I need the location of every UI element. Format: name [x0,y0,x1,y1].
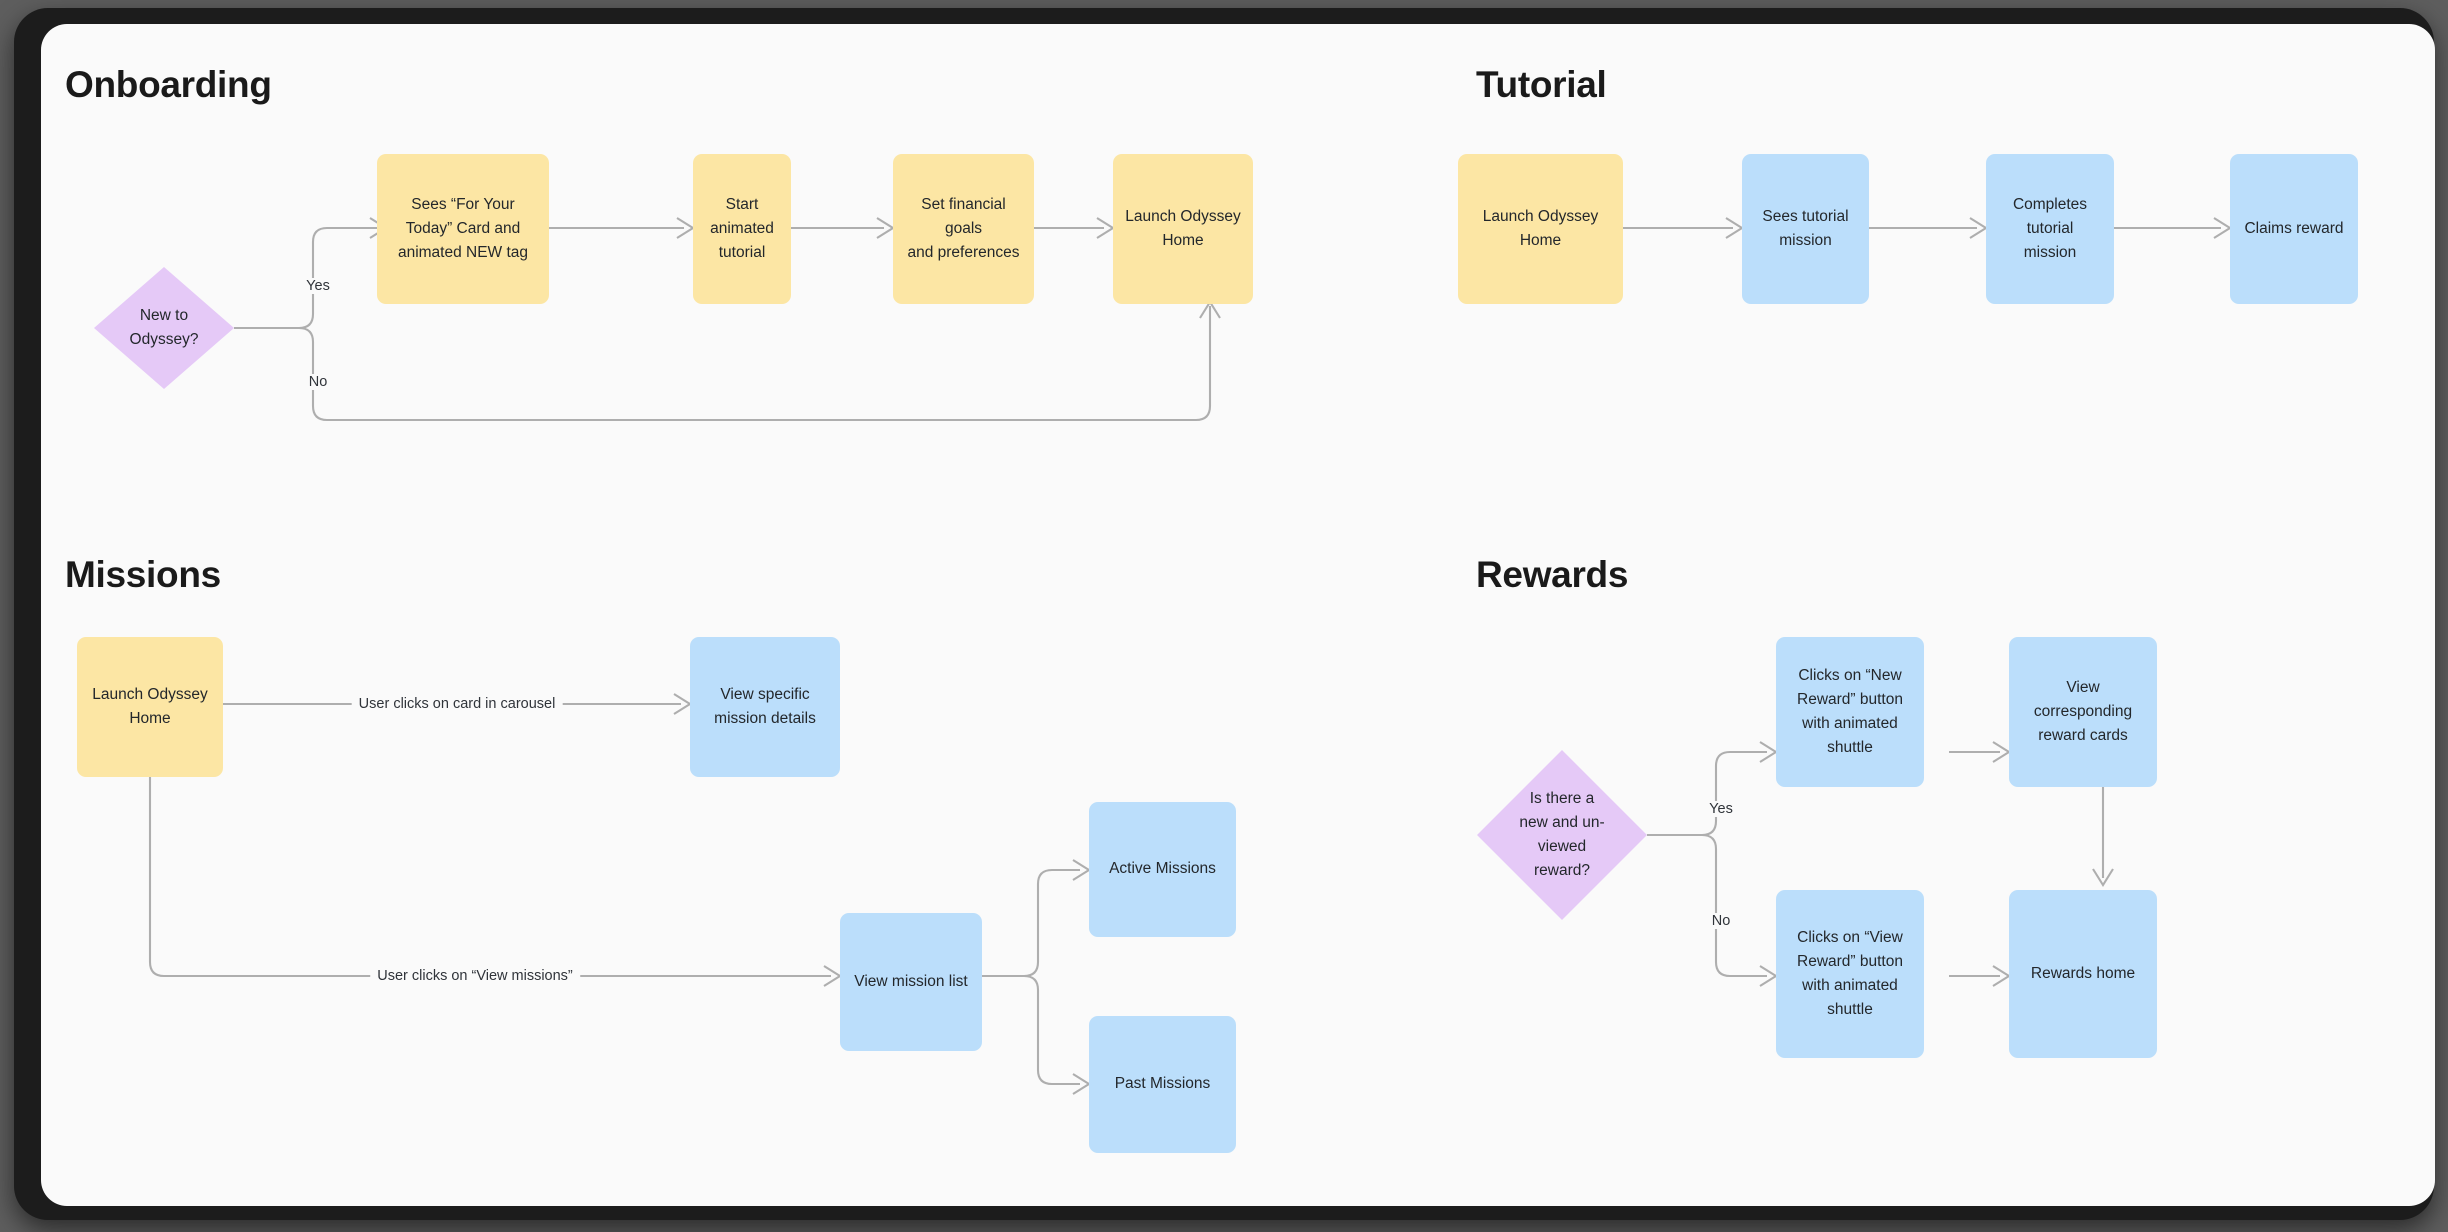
node-active-missions[interactable]: Active Missions [1089,802,1236,937]
edge-label-onboarding-yes: Yes [299,278,337,294]
section-title-missions: Missions [65,554,221,595]
arrowhead-ob-card-to-tutorial [676,217,695,239]
wire-rw-no [1701,833,1767,978]
node-view-mission-list[interactable]: View mission list [840,913,982,1051]
edge-label-rewards-no: No [1704,913,1738,929]
arrowhead-rw-cards [1992,741,2011,763]
edge-label-user-clicks-card-carousel: User clicks on card in carousel [351,696,563,712]
wire-rw-yes [1701,750,1767,837]
section-title-tutorial: Tutorial [1476,64,1607,105]
node-new-to-odyssey[interactable]: New to Odyssey? [94,267,234,389]
wire-ob-no-up [1195,306,1212,422]
node-set-financial-goals[interactable]: Set financial goals and preferences [893,154,1034,304]
device-bezel: Onboarding New to Odyssey? Sees “For You… [14,8,2435,1220]
wire-ob-no [298,326,1196,422]
arrowhead-rw-home [1992,965,2011,987]
arrowhead-ob-tutorial-to-goals [876,217,895,239]
node-claims-reward[interactable]: Claims reward [2230,154,2358,304]
edge-label-user-clicks-view-missions: User clicks on “View missions” [370,968,580,984]
diagram-canvas: Onboarding New to Odyssey? Sees “For You… [41,24,2435,1206]
arrowhead-rw-down [2092,868,2114,887]
edge-label-rewards-yes: Yes [1702,801,1740,817]
node-rewards-home[interactable]: Rewards home [2009,890,2157,1058]
node-sees-for-your-today-card[interactable]: Sees “For Your Today” Card and animated … [377,154,549,304]
arrowhead-rw-no [1759,965,1778,987]
node-onboarding-launch-odyssey-home[interactable]: Launch Odyssey Home [1113,154,1253,304]
flowchart-sheet: Onboarding New to Odyssey? Sees “For You… [41,24,2435,1206]
node-sees-tutorial-mission[interactable]: Sees tutorial mission [1742,154,1869,304]
wire-mi-active [1023,868,1080,978]
arrowhead-tu-1 [1725,217,1744,239]
node-view-corresponding-reward-cards[interactable]: View corresponding reward cards [2009,637,2157,787]
edge-label-onboarding-no: No [301,374,335,390]
wire-mi-past [1023,974,1080,1086]
arrowhead-mi-active [1072,859,1091,881]
node-start-animated-tutorial[interactable]: Start animated tutorial [693,154,791,304]
node-past-missions[interactable]: Past Missions [1089,1016,1236,1153]
node-completes-tutorial-mission[interactable]: Completes tutorial mission [1986,154,2114,304]
arrowhead-tu-2 [1969,217,1988,239]
arrowhead-mi-past [1072,1073,1091,1095]
section-title-rewards: Rewards [1476,554,1629,595]
node-clicks-view-reward-button[interactable]: Clicks on “View Reward” button with anim… [1776,890,1924,1058]
arrowhead-ob-no [1199,300,1221,319]
node-tutorial-launch-odyssey-home[interactable]: Launch Odyssey Home [1458,154,1623,304]
wire-mi-viewlist [148,777,831,978]
arrowhead-ob-goals-to-home [1096,217,1115,239]
node-missions-launch-odyssey-home[interactable]: Launch Odyssey Home [77,637,223,777]
node-is-there-new-unviewed-reward[interactable]: Is there a new and un- viewed reward? [1477,750,1647,920]
arrowhead-mi-card [673,693,692,715]
node-clicks-new-reward-button[interactable]: Clicks on “New Reward” button with anima… [1776,637,1924,787]
arrowhead-mi-viewlist [823,965,842,987]
section-title-onboarding: Onboarding [65,64,272,105]
node-view-specific-mission-details[interactable]: View specific mission details [690,637,840,777]
arrowhead-rw-yes [1759,741,1778,763]
arrowhead-tu-3 [2213,217,2232,239]
